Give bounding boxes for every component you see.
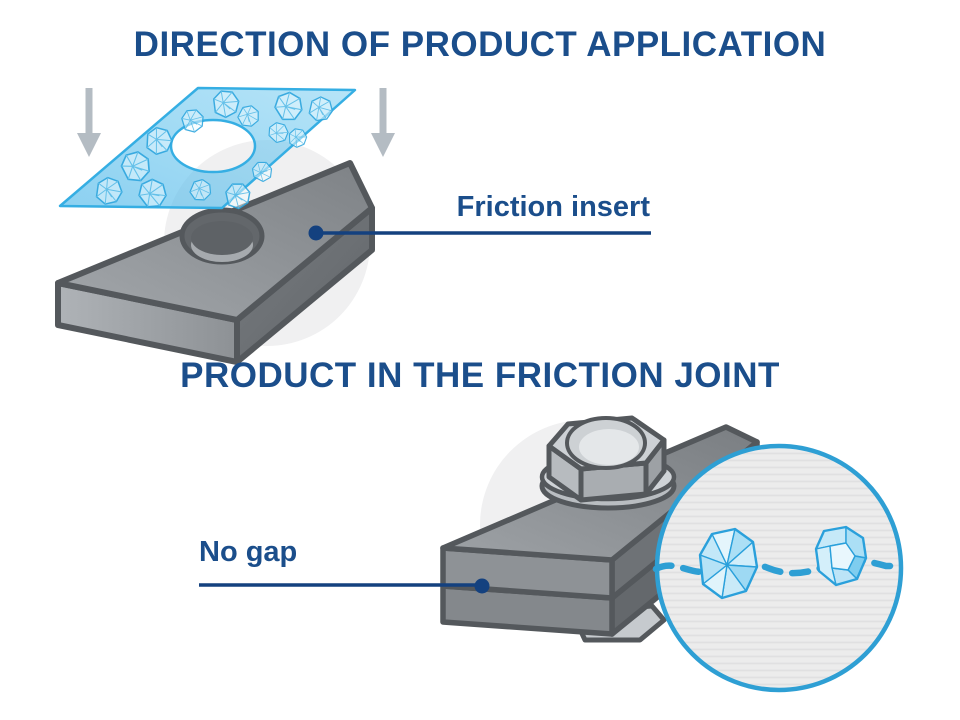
plate-hole [179,207,265,265]
title-joint: PRODUCT IN THE FRICTION JOINT [180,356,780,395]
friction-insert-label: Friction insert [456,191,650,223]
crystal-icon [814,525,868,587]
down-arrow-icon [77,88,395,157]
crystal-icon [698,527,759,600]
bolt-head [539,415,677,511]
title-application: DIRECTION OF PRODUCT APPLICATION [133,25,827,64]
application-illustration [55,86,651,365]
friction-insert-sheet [58,86,357,212]
no-gap-callout-line [199,578,490,594]
joint-illustration [199,415,905,693]
friction-insert-callout-line [308,225,651,241]
magnifier-circle [652,443,905,693]
no-gap-label: No gap [199,536,298,568]
